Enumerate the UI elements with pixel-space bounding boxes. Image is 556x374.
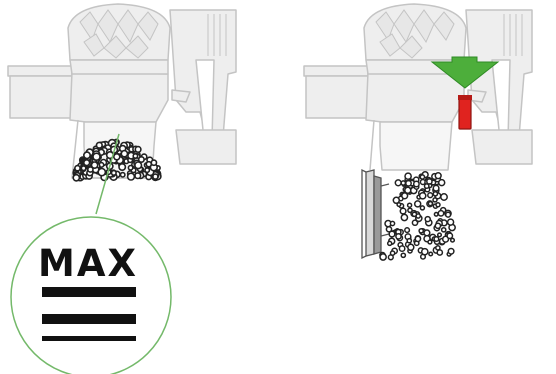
debris-particle: [81, 166, 85, 170]
debris-particle: [112, 171, 117, 176]
falling-debris-particle: [389, 231, 395, 237]
falling-debris-particle: [399, 246, 404, 251]
falling-debris-particle: [401, 181, 405, 185]
red-release-lever: [459, 97, 471, 129]
falling-debris-particle: [438, 233, 442, 237]
falling-debris-particle: [439, 180, 445, 186]
falling-debris-particle: [448, 219, 454, 225]
falling-debris-particle: [433, 192, 437, 196]
debris-particle: [84, 152, 90, 158]
falling-debris-particle: [408, 203, 412, 207]
falling-debris-particle: [451, 238, 455, 242]
debris-particle: [133, 154, 137, 158]
falling-debris-particle: [448, 249, 454, 255]
debris-particle: [135, 162, 142, 169]
max-fill-line-1: [42, 287, 136, 297]
debris-particle: [93, 153, 100, 160]
falling-debris-particle: [428, 193, 433, 198]
falling-debris-particle: [437, 250, 442, 255]
max-label: MAX: [38, 242, 138, 285]
falling-debris-particle: [408, 208, 412, 212]
falling-debris-particle: [442, 228, 446, 232]
debris-particle: [75, 166, 80, 171]
red-release-lever-cap: [458, 95, 472, 100]
debris-particle: [114, 154, 120, 160]
debris-particle: [128, 166, 132, 170]
falling-debris-particle: [405, 228, 410, 233]
falling-debris-particle: [441, 194, 447, 200]
debris-particle: [128, 173, 135, 180]
debris-particle: [84, 160, 90, 166]
falling-debris-particle: [435, 223, 440, 228]
falling-debris-particle: [422, 249, 428, 255]
debris-particle: [135, 147, 141, 153]
falling-debris-particle: [412, 212, 416, 216]
debris-particle: [145, 168, 149, 172]
falling-debris-particle: [435, 173, 441, 179]
falling-debris-particle: [391, 251, 395, 255]
falling-debris-particle: [401, 214, 407, 220]
falling-debris-particle: [447, 233, 452, 238]
debris-particle: [121, 151, 127, 157]
falling-debris-particle: [429, 252, 433, 256]
falling-debris-particle: [388, 241, 392, 245]
falling-debris-particle: [433, 185, 439, 191]
bin-base-flap: [362, 170, 389, 258]
falling-debris-particle: [396, 234, 401, 239]
falling-debris-particle: [415, 236, 420, 241]
falling-debris-particle: [390, 221, 394, 225]
falling-debris-particle: [395, 180, 401, 186]
falling-debris-particle: [446, 212, 451, 217]
falling-debris-particle: [425, 184, 429, 188]
falling-debris-particle: [406, 181, 411, 186]
falling-debris-particle: [414, 181, 419, 186]
falling-debris-particle: [424, 230, 430, 236]
max-fill-line-2: [42, 314, 136, 324]
falling-debris-particle: [433, 198, 437, 202]
falling-debris-particle: [415, 201, 421, 207]
falling-debris-particle: [428, 240, 432, 244]
falling-debris-particle: [434, 213, 438, 217]
falling-debris-particle: [436, 203, 440, 207]
debris-particle: [119, 164, 125, 170]
debris-particle: [153, 174, 158, 179]
falling-debris-particle: [419, 229, 423, 233]
falling-debris-particle: [428, 202, 432, 206]
falling-debris-particle: [407, 239, 411, 243]
falling-debris-particle: [405, 173, 411, 179]
falling-debris-particle: [425, 217, 430, 222]
falling-debris-particle: [408, 244, 414, 250]
debris-particle: [88, 167, 93, 172]
falling-debris-particle: [400, 208, 406, 214]
debris-particle: [135, 173, 141, 179]
falling-debris-particle: [420, 193, 426, 199]
falling-debris-particle: [434, 237, 439, 242]
falling-debris-particle: [420, 206, 424, 210]
falling-debris-particle: [401, 253, 405, 257]
falling-debris-particle: [405, 187, 411, 193]
debris-particle: [151, 160, 156, 165]
debris-particle: [98, 169, 105, 176]
debris-particle: [97, 142, 103, 148]
debris-particle: [73, 175, 79, 181]
falling-debris-particle: [380, 254, 386, 260]
falling-debris-particle: [438, 211, 443, 216]
debris-particle: [139, 157, 144, 162]
debris-particle: [121, 173, 125, 177]
falling-debris-particle: [393, 197, 399, 203]
falling-debris: [380, 172, 455, 260]
max-fill-line-3: [42, 336, 136, 341]
falling-debris-particle: [420, 175, 424, 179]
